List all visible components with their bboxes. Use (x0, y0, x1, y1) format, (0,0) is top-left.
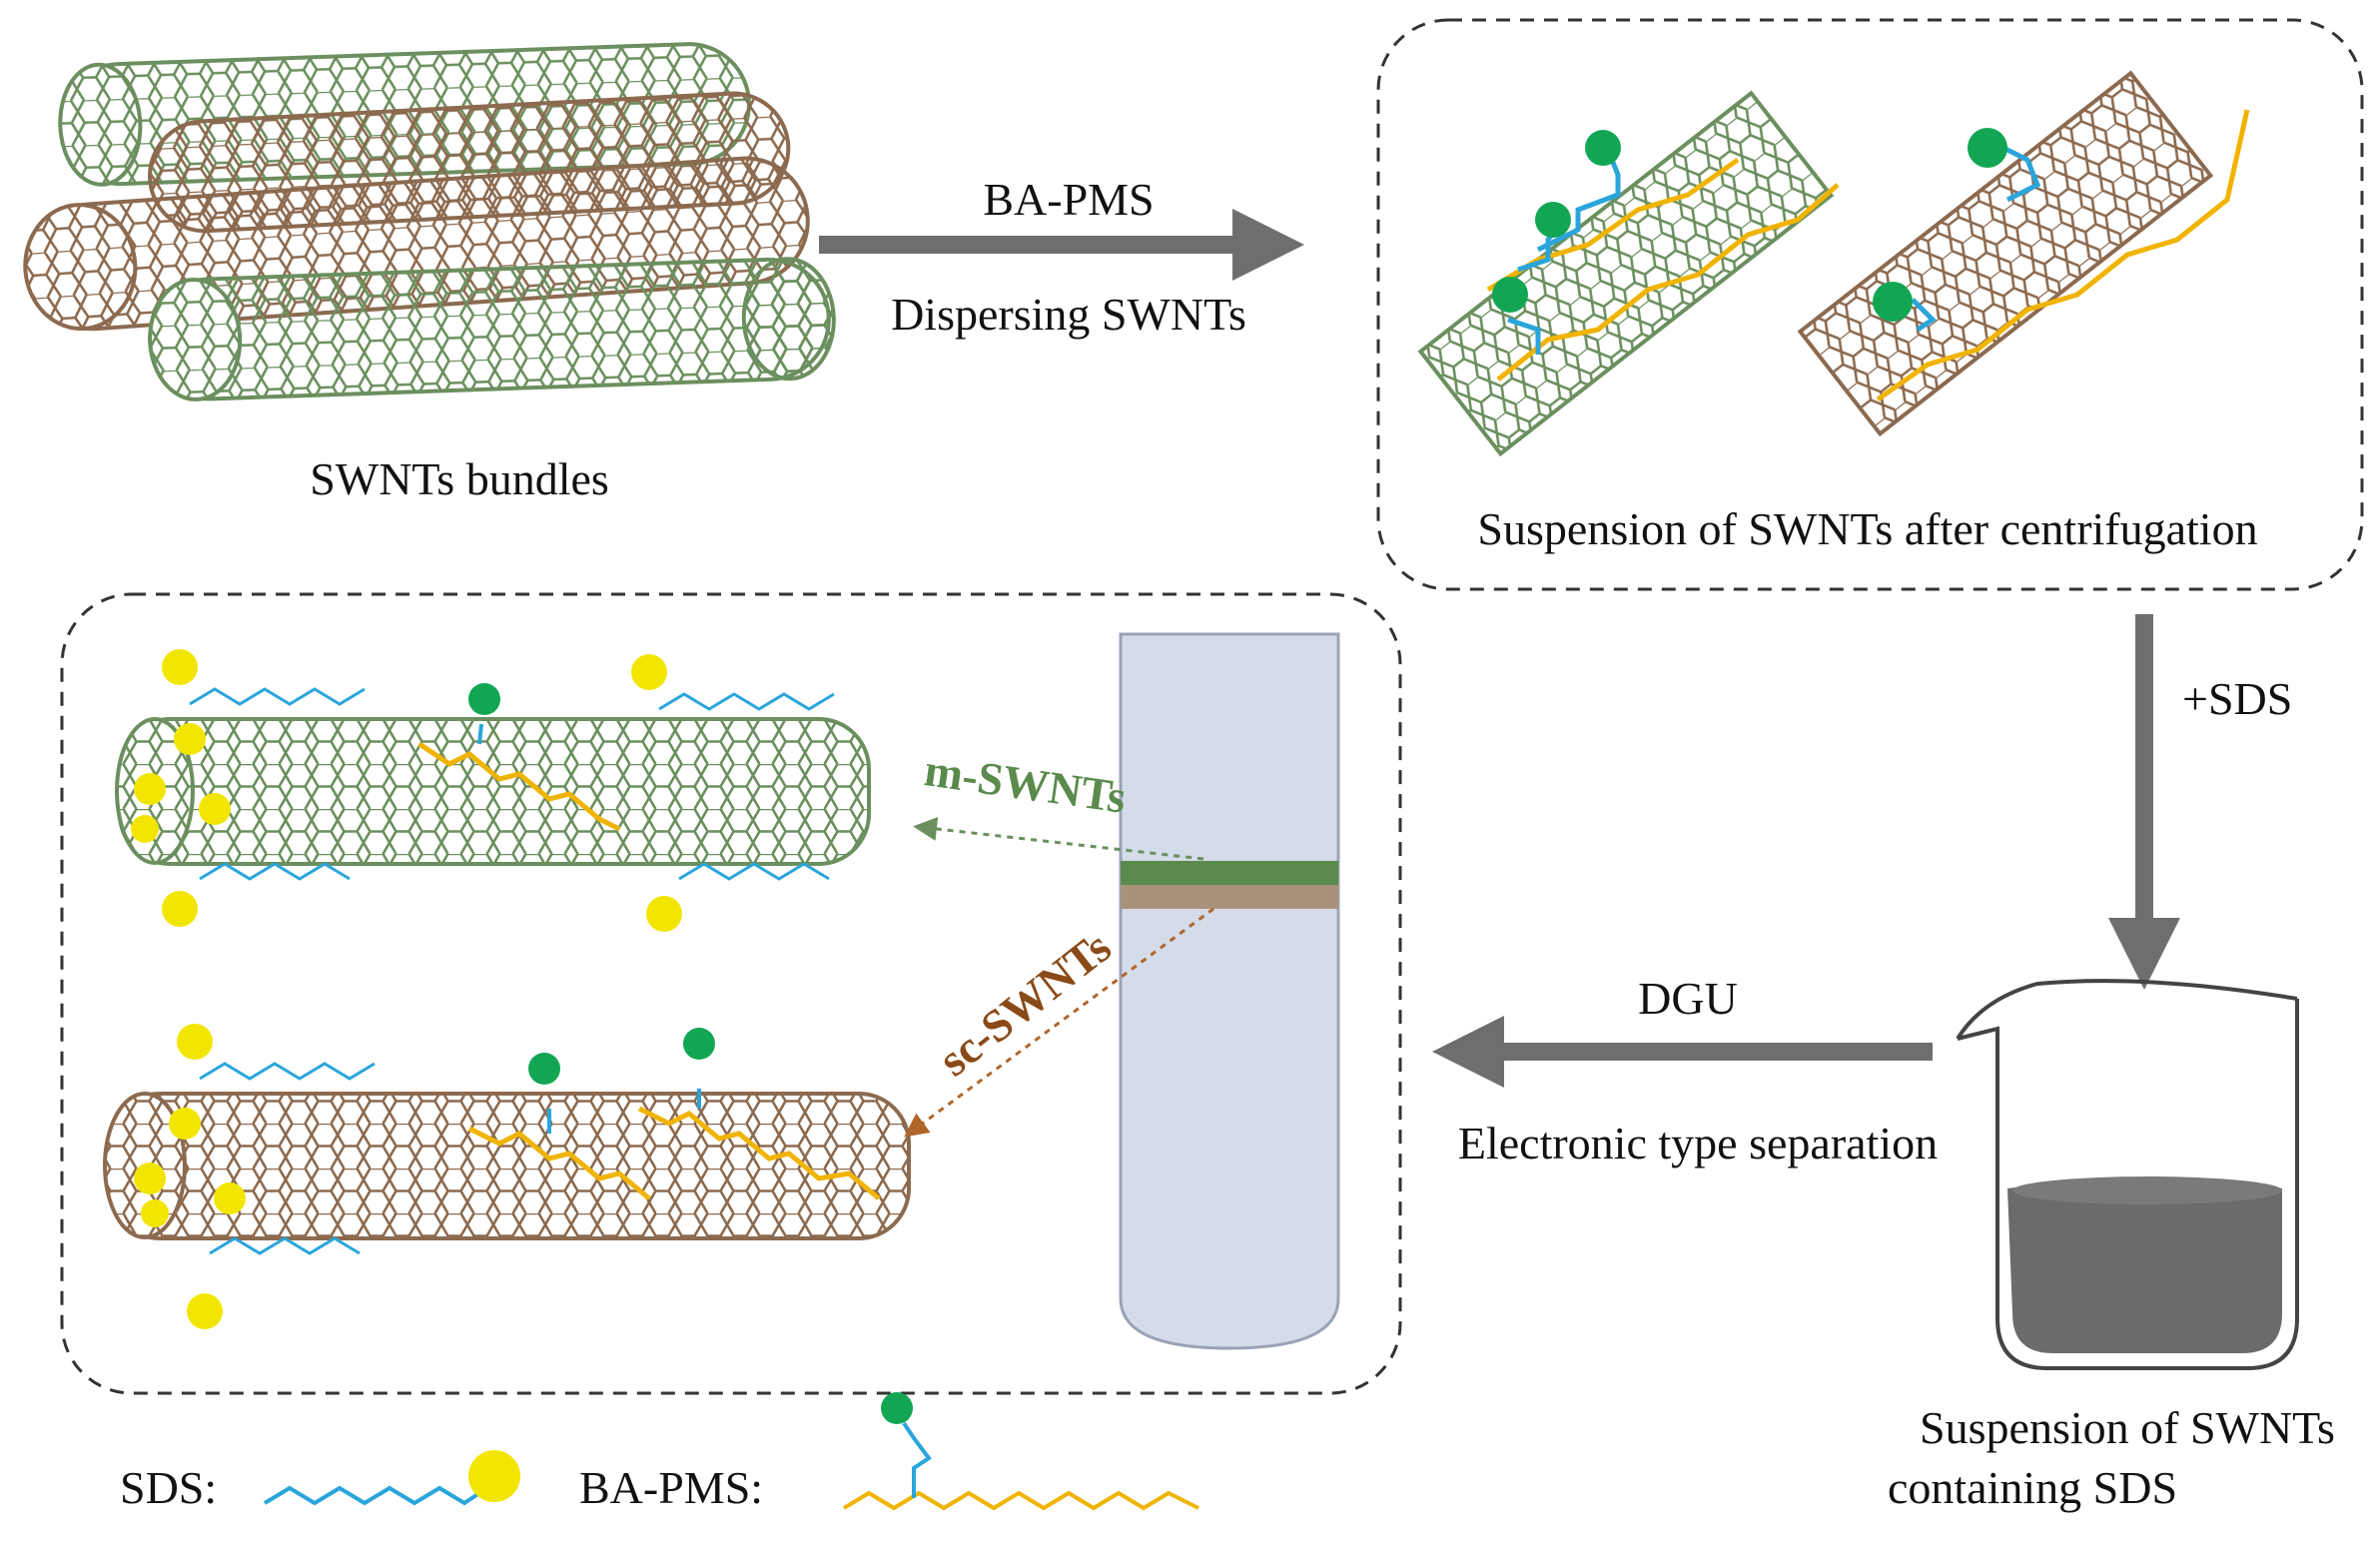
m-swnt-band (1121, 861, 1338, 885)
beaker-caption-line2: containing SDS (1887, 1462, 2178, 1513)
separation-box (60, 592, 1402, 1395)
sc-swnt-pointer (904, 907, 1214, 1138)
centrifugation-box (1376, 18, 2364, 591)
legend-sds-label: SDS: (120, 1462, 218, 1513)
centrifuge-tube (1119, 632, 1340, 1350)
bapms-arrow-label: BA-PMS (983, 174, 1155, 225)
legend-sds-symbol (263, 1450, 520, 1506)
m-swnt-complex (115, 649, 871, 932)
legend-bapms-label: BA-PMS: (579, 1462, 764, 1513)
sc-swnt-complex (103, 1024, 911, 1329)
swnt-bundles-label: SWNTs bundles (310, 453, 609, 504)
dispersed-tube-semiconducting (1797, 70, 2250, 437)
dispersed-tube-metallic (1417, 90, 1840, 457)
swnt-bundle-illustration (23, 42, 836, 401)
suspension-liquid (2007, 1178, 2282, 1353)
electronic-separation-label: Electronic type separation (1457, 1118, 1939, 1168)
centrifugation-label: Suspension of SWNTs after centrifugation (1477, 503, 2258, 554)
dispersing-label: Dispersing SWNTs (891, 289, 1246, 340)
beaker-caption-line1: Suspension of SWNTs (1920, 1402, 2335, 1453)
sc-swnt-band (1121, 885, 1338, 909)
beaker (1956, 979, 2299, 1370)
sds-add-label: +SDS (2182, 673, 2293, 724)
legend-bapms-symbol (842, 1392, 1199, 1511)
dgu-label: DGU (1638, 973, 1738, 1024)
